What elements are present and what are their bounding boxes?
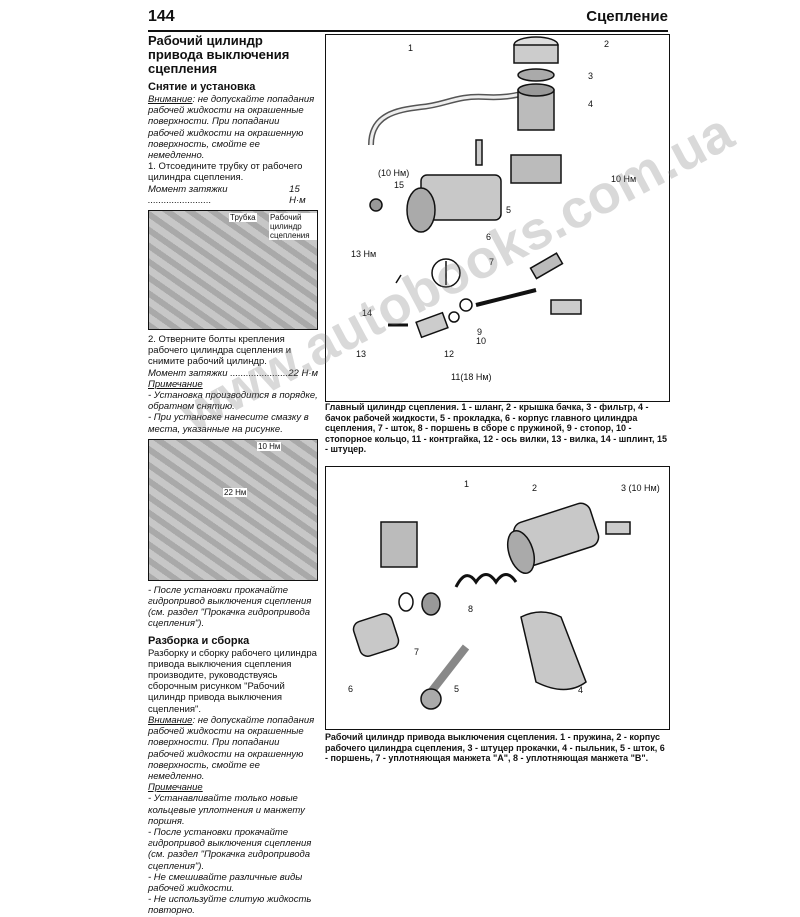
fig2-label-8: 8 — [468, 604, 473, 614]
fig1-torque-10-a: (10 Нм) — [378, 168, 409, 178]
fig2-label-3: 3 (10 Нм) — [621, 483, 660, 493]
photo-label-cylinder: Рабочий цилиндр сцепления — [269, 213, 317, 241]
after-install-note: - После установки прокачайте гидропривод… — [148, 584, 312, 630]
warning-2: Внимание: не допускайте попадания рабоче… — [148, 714, 315, 782]
figure-2-caption: Рабочий цилиндр привода выключения сцепл… — [325, 732, 665, 763]
note-2a: - Устанавливайте только новые кольцевые … — [148, 793, 305, 827]
fig1-torque-13: 13 Нм — [351, 249, 376, 259]
fig1-label-1: 1 — [408, 43, 413, 53]
note-2d: - Не используйте слитую жидкость повторн… — [148, 894, 312, 917]
torque-2: Момент затяжки ......................22 … — [148, 367, 318, 379]
photo-label-10nm: 10 Нм — [257, 441, 282, 451]
subsection-removal: Снятие и установка — [148, 81, 256, 93]
fig2-label-1: 1 — [464, 479, 469, 489]
section-title: Рабочий цилиндр привода выключения сцепл… — [148, 33, 290, 76]
fig1-label-2: 2 — [604, 39, 609, 49]
fig2-label-2: 2 — [532, 483, 537, 493]
photo-label-22nm: 22 Нм — [223, 487, 248, 497]
fig1-label-9: 9 — [477, 327, 482, 337]
left-column: Рабочий цилиндр привода выключения сцепл… — [148, 34, 318, 917]
page-header: 144 Сцепление — [148, 8, 668, 32]
fig1-label-6: 6 — [486, 232, 491, 242]
figure-1-caption: Главный цилиндр сцепления. 1 - шланг, 2 … — [325, 402, 668, 454]
fig1-label-13: 13 — [356, 349, 366, 359]
fig1-label-15: 15 — [394, 180, 404, 190]
master-cylinder-drawing: 1 2 3 4 5 6 7 9 10 12 13 14 15 (10 Нм) 1… — [351, 36, 636, 382]
photo-label-tube: Трубка — [229, 213, 257, 223]
torque-1: Момент затяжки ........................1… — [148, 183, 306, 206]
fig1-label-10: 10 — [476, 336, 486, 346]
fig1-label-4: 4 — [588, 99, 593, 109]
fig2-label-4: 4 — [578, 685, 583, 695]
figure-slave-cylinder: 1 2 3 (10 Нм) 4 5 6 7 8 — [325, 466, 670, 730]
step-1: 1. Отсоедините трубку от рабочего цилинд… — [148, 161, 303, 184]
step-2: 2. Отверните болты крепления рабочего ци… — [148, 334, 292, 368]
photo-tube-disconnect: Трубка Рабочий цилиндр сцепления — [148, 210, 318, 331]
fig1-torque-11: 11(18 Нм) — [451, 372, 492, 382]
note-2-label: Примечание — [148, 782, 203, 794]
fig1-label-5: 5 — [506, 205, 511, 215]
fig2-label-7: 7 — [414, 647, 419, 657]
note-1a: - Установка производится в порядке, обра… — [148, 390, 318, 413]
slave-cylinder-drawing: 1 2 3 (10 Нм) 4 5 6 7 8 — [348, 479, 660, 710]
fig1-label-12: 12 — [444, 349, 454, 359]
warning-1: Внимание: не допускайте попадания рабоче… — [148, 94, 315, 162]
figure-master-cylinder: 1 2 3 4 5 6 7 9 10 12 13 14 15 (10 Нм) 1… — [325, 34, 670, 402]
disassembly-text: Разборку и сборку рабочего цилиндра прив… — [148, 647, 317, 715]
fig1-torque-10-b: 10 Нм — [611, 174, 636, 184]
subsection-disassembly: Разборка и сборка — [148, 634, 250, 647]
fig2-label-6: 6 — [348, 684, 353, 694]
fig2-label-5: 5 — [454, 684, 459, 694]
fig1-label-3: 3 — [588, 71, 593, 81]
note-1b: - При установке нанесите смазку в места,… — [148, 412, 309, 435]
photo-bolts-lubrication: 10 Нм 22 Нм — [148, 438, 318, 581]
note-2b: - После установки прокачайте гидропривод… — [148, 826, 312, 872]
chapter-title: Сцепление — [586, 8, 668, 25]
fig1-label-14: 14 — [362, 308, 372, 318]
note-2c: - Не смешивайте различные виды рабочей ж… — [148, 871, 303, 894]
note-1-label: Примечание — [148, 378, 203, 390]
page-number: 144 — [148, 8, 175, 25]
fig1-label-7: 7 — [489, 257, 494, 267]
